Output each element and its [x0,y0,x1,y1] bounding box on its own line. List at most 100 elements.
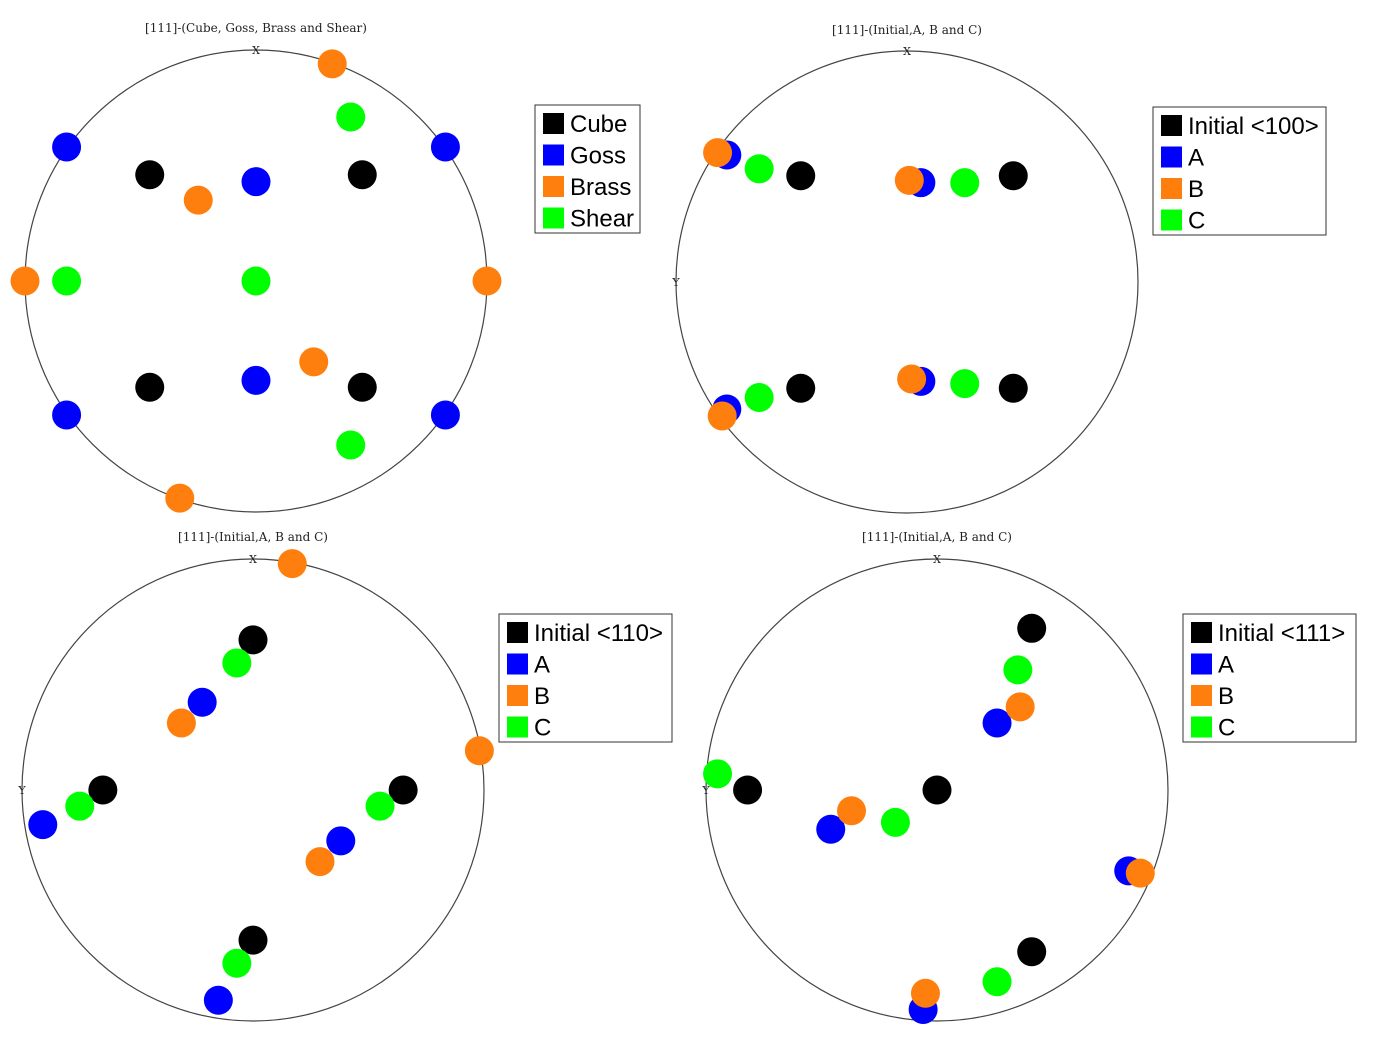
data-point [241,167,271,197]
data-point [365,791,395,821]
data-point [388,775,418,805]
plot-title: [111]-(Initial,A, B and C) [832,23,982,37]
data-point [10,266,40,296]
legend-swatch [507,653,528,675]
data-point [203,985,233,1015]
data-point [347,160,377,190]
axis-label-y: Y [671,276,680,289]
axis-label-y: Y [701,784,710,797]
axis-label-x: X [933,553,941,566]
data-point [744,383,774,412]
data-point [837,796,867,826]
data-point [982,708,1012,738]
data-point [950,168,980,198]
data-point [786,373,816,403]
data-point [816,814,846,844]
data-point [88,775,118,805]
data-point [744,154,774,184]
series-3 [10,49,502,513]
legend-entry: Initial <100> [1188,113,1319,140]
data-point [222,948,252,978]
data-point [703,759,733,789]
series-1 [88,625,418,955]
legend-entry: B [1188,176,1204,203]
data-point [336,430,366,460]
legend-entry: A [534,652,550,679]
data-point [472,266,502,296]
data-point [165,483,195,513]
data-point [880,807,910,837]
series-2 [28,687,356,1015]
series-4 [703,655,1033,997]
series-4 [65,648,395,978]
data-point [1125,858,1155,888]
axis-label-x: X [252,44,260,57]
data-point [910,978,940,1008]
legend-swatch [507,622,528,643]
pole-figure-2: [111]-(Initial,A, B and C) X Y Initial <100… [671,23,1327,514]
legend-swatch [1191,716,1212,738]
series-3 [166,549,494,877]
data-point [135,372,165,402]
legend-entry: C [1218,715,1235,742]
data-point [28,810,58,840]
data-point [1003,655,1033,685]
legend-swatch [1191,622,1212,643]
data-point [897,364,927,394]
legend-swatch [507,685,528,706]
data-point [998,161,1028,191]
data-point [703,138,733,168]
data-point [430,132,460,162]
series-1 [786,161,1028,403]
series-3 [837,692,1155,1008]
data-point [1005,692,1035,722]
data-point [336,102,366,132]
data-point [222,648,252,678]
data-point [317,49,347,79]
data-point [1017,613,1047,643]
data-point [998,373,1028,403]
legend: Initial <100> ABC [1152,106,1327,236]
data-point [52,266,82,296]
legend-swatch [1191,685,1212,706]
data-point [187,687,217,717]
legend-entry: C [1188,208,1205,235]
data-point [347,372,377,402]
legend-swatch [507,716,528,738]
axis-label-x: X [903,45,911,58]
legend: Initial <110>ABC [498,613,673,743]
pole-figure-1: [111]-(Cube, Goss, Brass and Shear)XCube… [10,21,641,513]
data-point [733,775,763,805]
legend-entry: A [1188,145,1204,172]
data-point [982,967,1012,997]
data-point [241,365,271,395]
series-2 [816,708,1144,1024]
data-point [786,161,816,191]
legend-swatch [1191,653,1212,675]
axis-label-x: X [249,553,257,566]
legend-swatch [543,113,564,134]
legend-entry: B [534,683,550,710]
legend-entry: Shear [570,206,634,233]
data-point [52,132,82,162]
legend-swatch [543,144,564,166]
data-point [183,185,213,215]
data-point [894,165,924,195]
data-point [238,925,268,955]
series-4 [52,102,366,460]
data-point [305,847,335,877]
data-point [65,791,95,821]
legend-entry: Cube [570,111,627,138]
data-point [922,775,952,805]
data-point [241,266,271,296]
legend-entry: Brass [570,174,631,201]
series-1 [733,613,1047,967]
data-point [238,625,268,655]
legend-entry: C [534,715,551,742]
series-4 [744,154,980,412]
data-point [166,708,196,738]
legend-swatch [1161,178,1182,199]
data-point [52,400,82,430]
data-point [950,369,980,399]
